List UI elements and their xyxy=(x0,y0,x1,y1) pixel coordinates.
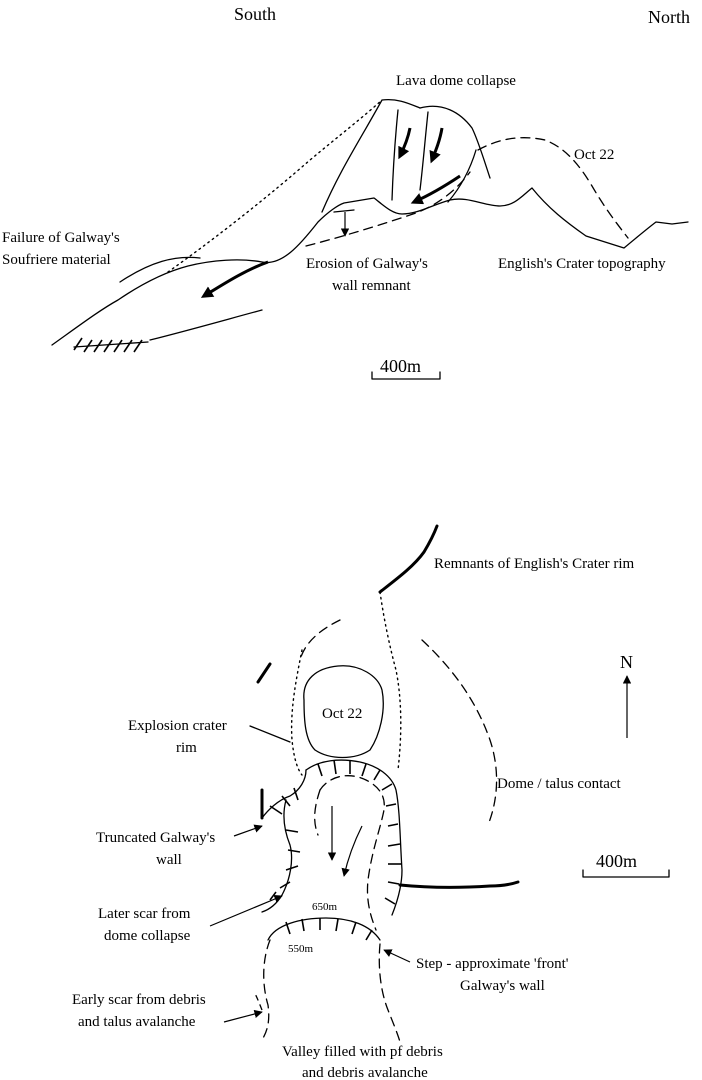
truncated-label-line2: wall xyxy=(156,852,182,868)
truncated-label-line1: Truncated Galway's xyxy=(96,830,215,846)
dome-inner-2 xyxy=(419,111,429,191)
oct22-profile xyxy=(477,137,629,239)
failure-surface xyxy=(149,309,263,341)
oct22-crater-label: Oct 22 xyxy=(322,706,362,722)
explosion-label-line1: Explosion crater xyxy=(128,718,227,734)
failure-arrow xyxy=(200,260,269,298)
explosion-pointer xyxy=(249,725,291,743)
truncated-wall xyxy=(260,769,307,913)
valley-label-line2: and debris avalanche xyxy=(302,1065,428,1080)
dome-arrow-1 xyxy=(398,127,412,160)
later-scar xyxy=(305,759,403,916)
contour-650: 650m xyxy=(267,901,381,941)
dome-inner-3 xyxy=(447,149,477,203)
truncated-pointer xyxy=(233,824,263,837)
early-scar-pointer xyxy=(223,1009,263,1023)
lava-dome-collapse-label: Lava dome collapse xyxy=(396,73,516,89)
step-pointer xyxy=(383,949,411,963)
erosion-bracket xyxy=(333,209,355,213)
later-scar-west xyxy=(314,789,321,836)
plan-map: Remnants of English's Crater rim N 400m … xyxy=(72,524,670,1080)
flow-arrow-2 xyxy=(341,825,363,877)
collapse-scar-line xyxy=(305,171,471,247)
dome-talus-label: Dome / talus contact xyxy=(497,776,622,792)
step-label-line2: Galway's wall xyxy=(460,978,545,994)
explosion-label-line2: rim xyxy=(176,740,197,756)
later-scar-pointer xyxy=(209,895,283,927)
early-scar-tick xyxy=(253,991,263,1011)
east-ridge xyxy=(398,880,520,889)
failure-label-line2: Soufriere material xyxy=(2,252,111,268)
oct22-profile-label: Oct 22 xyxy=(574,147,614,163)
scale-bar-top: 400m xyxy=(371,356,441,380)
contour-650-label: 650m xyxy=(312,901,338,913)
scale-label-plan: 400m xyxy=(596,851,637,871)
valley-label-line1: Valley filled with pf debris xyxy=(282,1044,443,1060)
ground-profile xyxy=(51,187,689,346)
dome-inner-1 xyxy=(391,109,399,201)
failure-block xyxy=(119,256,201,283)
english-crater-rim xyxy=(378,524,439,594)
oct22-crater xyxy=(303,665,384,759)
dome-arrow-3 xyxy=(410,174,461,205)
step-label-line1: Step - approximate 'front' xyxy=(416,956,569,972)
north-arrow-label: N xyxy=(620,652,633,672)
dome-outline-right xyxy=(419,105,491,179)
north-label: North xyxy=(648,7,690,27)
pre-collapse-profile xyxy=(167,99,383,273)
rim-dotted-west xyxy=(290,649,303,776)
scale-bar-plan: 400m xyxy=(582,851,670,878)
english-topo-label: English's Crater topography xyxy=(498,256,666,272)
later-scar-label-line1: Later scar from xyxy=(98,906,191,922)
south-label: South xyxy=(234,4,276,24)
erosion-label-line2: wall remnant xyxy=(332,278,412,294)
rim-dashed-north xyxy=(299,619,341,661)
dome-arrow-2 xyxy=(429,127,444,164)
valley-west xyxy=(261,939,271,1041)
later-scar-inner xyxy=(319,775,385,931)
early-scar-label-line1: Early scar from debris xyxy=(72,992,206,1008)
north-arrow: N xyxy=(620,652,633,738)
early-scar-label-line2: and talus avalanche xyxy=(78,1014,196,1030)
rim-dotted-east xyxy=(379,591,402,771)
remnants-label: Remnants of English's Crater rim xyxy=(434,556,635,572)
erosion-label-line1: Erosion of Galway's xyxy=(306,256,428,272)
base-hatch xyxy=(73,337,149,353)
scale-label-top: 400m xyxy=(380,356,421,376)
dome-outline-left xyxy=(321,98,421,213)
contour-550-label: 550m xyxy=(288,943,314,955)
cross-section: South North Lava dome collapse Oct 22 Fa… xyxy=(2,4,690,380)
rim-fragment xyxy=(256,662,272,684)
later-scar-label-line2: dome collapse xyxy=(104,928,191,944)
valley-east xyxy=(378,943,401,1043)
dome-talus-contact xyxy=(421,639,498,826)
failure-label-line1: Failure of Galway's xyxy=(2,230,120,246)
